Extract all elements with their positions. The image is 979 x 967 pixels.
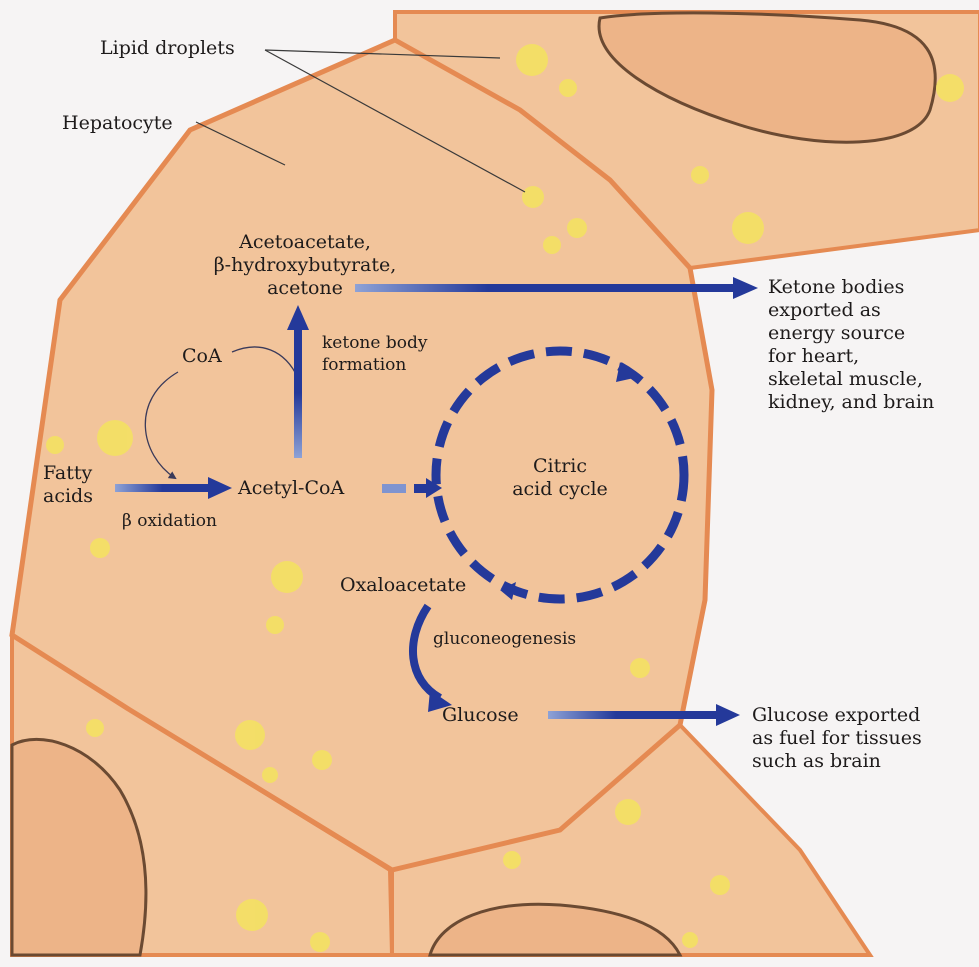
- citric-acid-cycle-line-2: acid cycle: [500, 478, 620, 501]
- ketone-product-acetoacetate: Acetoacetate,: [195, 231, 415, 254]
- citric-acid-cycle-line-1: Citric: [500, 455, 620, 478]
- ketone-product-acetone: acetone: [195, 277, 415, 300]
- coa-label: CoA: [182, 345, 222, 368]
- citric-acid-cycle-label: Citric acid cycle: [500, 455, 620, 501]
- ketone-body-formation-line-1: ketone body: [322, 332, 427, 354]
- ketone-export-line-6: kidney, and brain: [768, 391, 934, 414]
- glucose-export-line-1: Glucose exported: [752, 704, 922, 727]
- ketone-export-line-4: for heart,: [768, 345, 934, 368]
- ketone-export-line-2: exported as: [768, 299, 934, 322]
- ketone-product-hydroxybutyrate: β-hydroxybutyrate,: [195, 254, 415, 277]
- ketone-body-formation-line-2: formation: [322, 354, 427, 376]
- hepatocyte-label: Hepatocyte: [62, 112, 173, 135]
- glucose-export-line-2: as fuel for tissues: [752, 727, 922, 750]
- glucose-export-line-3: such as brain: [752, 750, 922, 773]
- ketone-products-label: Acetoacetate, β-hydroxybutyrate, acetone: [195, 231, 415, 300]
- acetyl-coa-label: Acetyl-CoA: [238, 477, 344, 500]
- ketone-export-label: Ketone bodies exported as energy source …: [768, 276, 934, 414]
- fatty-acids-line-2: acids: [43, 485, 93, 508]
- beta-oxidation-label: β oxidation: [122, 510, 217, 532]
- ketone-export-line-3: energy source: [768, 322, 934, 345]
- glucose-export-label: Glucose exported as fuel for tissues suc…: [752, 704, 922, 773]
- ketone-export-line-5: skeletal muscle,: [768, 368, 934, 391]
- glucose-label: Glucose: [442, 704, 519, 727]
- lipid-droplets-label: Lipid droplets: [100, 37, 235, 60]
- ketone-export-line-1: Ketone bodies: [768, 276, 934, 299]
- gluconeogenesis-label: gluconeogenesis: [433, 628, 576, 650]
- ketone-body-formation-label: ketone body formation: [322, 332, 427, 376]
- oxaloacetate-label: Oxaloacetate: [340, 574, 466, 597]
- fatty-acids-label: Fatty acids: [43, 462, 93, 508]
- fatty-acids-line-1: Fatty: [43, 462, 93, 485]
